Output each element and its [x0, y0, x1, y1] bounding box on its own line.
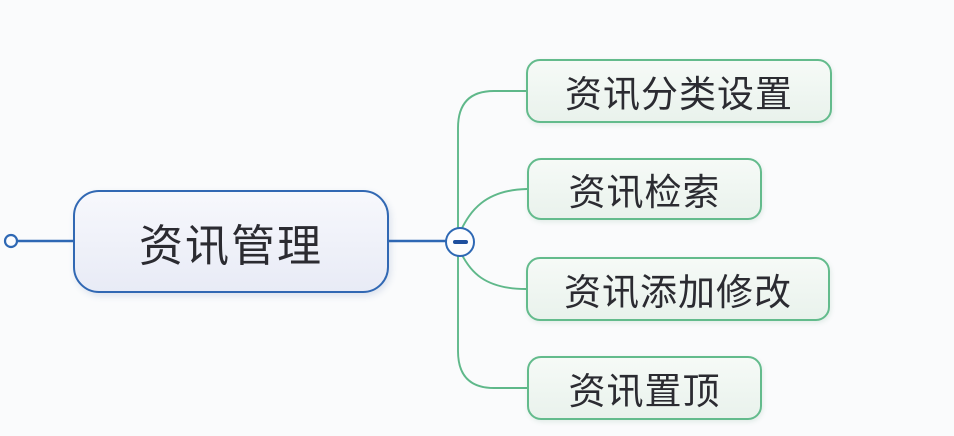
child-topic-node-4[interactable]: 资讯置顶 [527, 356, 762, 420]
child-topic-node-2[interactable]: 资讯检索 [527, 158, 762, 220]
child-topic-label-1: 资讯分类设置 [565, 74, 793, 115]
branch-to-child-1 [457, 90, 527, 228]
root-anchor-dot [3, 233, 19, 249]
minus-icon [452, 240, 468, 244]
child-topic-node-1[interactable]: 资讯分类设置 [526, 59, 832, 123]
child-topic-label-3: 资讯添加修改 [564, 272, 792, 313]
child-topic-node-3[interactable]: 资讯添加修改 [526, 257, 830, 321]
branch-to-child-3 [460, 252, 527, 290]
branch-to-child-4 [457, 255, 528, 389]
child-topic-label-2: 资讯检索 [568, 172, 721, 213]
root-topic-node[interactable]: 资讯管理 [73, 190, 389, 293]
root-topic-label: 资讯管理 [139, 221, 323, 271]
child-topic-label-4: 资讯置顶 [568, 371, 721, 412]
collapse-expander-button[interactable] [445, 227, 475, 257]
branch-to-child-2 [460, 188, 528, 231]
